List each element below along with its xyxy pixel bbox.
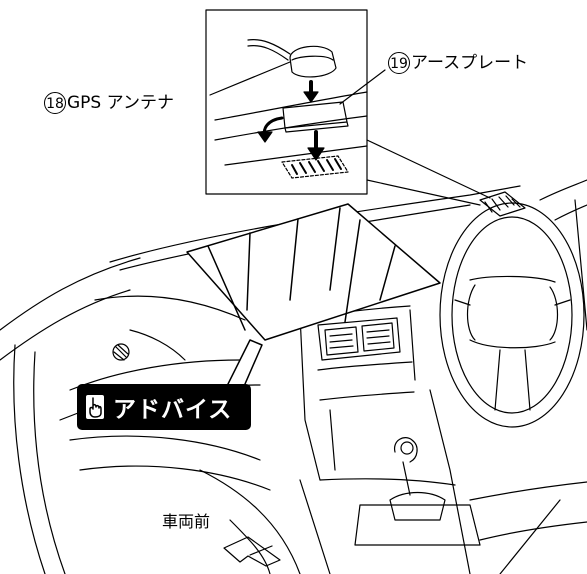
steering-wheel [439,179,587,428]
part-number-18: 18 [44,92,66,114]
windshield-hatch-panel [186,203,441,385]
leader-19 [339,69,386,105]
earth-plate-text: アースプレート [411,53,529,73]
part-number-19: 19 [388,52,410,74]
advice-badge[interactable]: アドバイス [77,384,251,430]
dashboard-lines [0,185,587,574]
leader-18 [209,61,291,96]
pointing-hand-icon [86,395,104,419]
advice-text: アドバイス [113,397,233,423]
detail-inset [205,9,491,206]
antenna-location-marker [479,191,526,217]
vehicle-front-label: 車両前 [162,512,211,531]
gps-antenna-text: GPS アンテナ [67,93,174,113]
direction-arrow-icon [223,536,281,567]
